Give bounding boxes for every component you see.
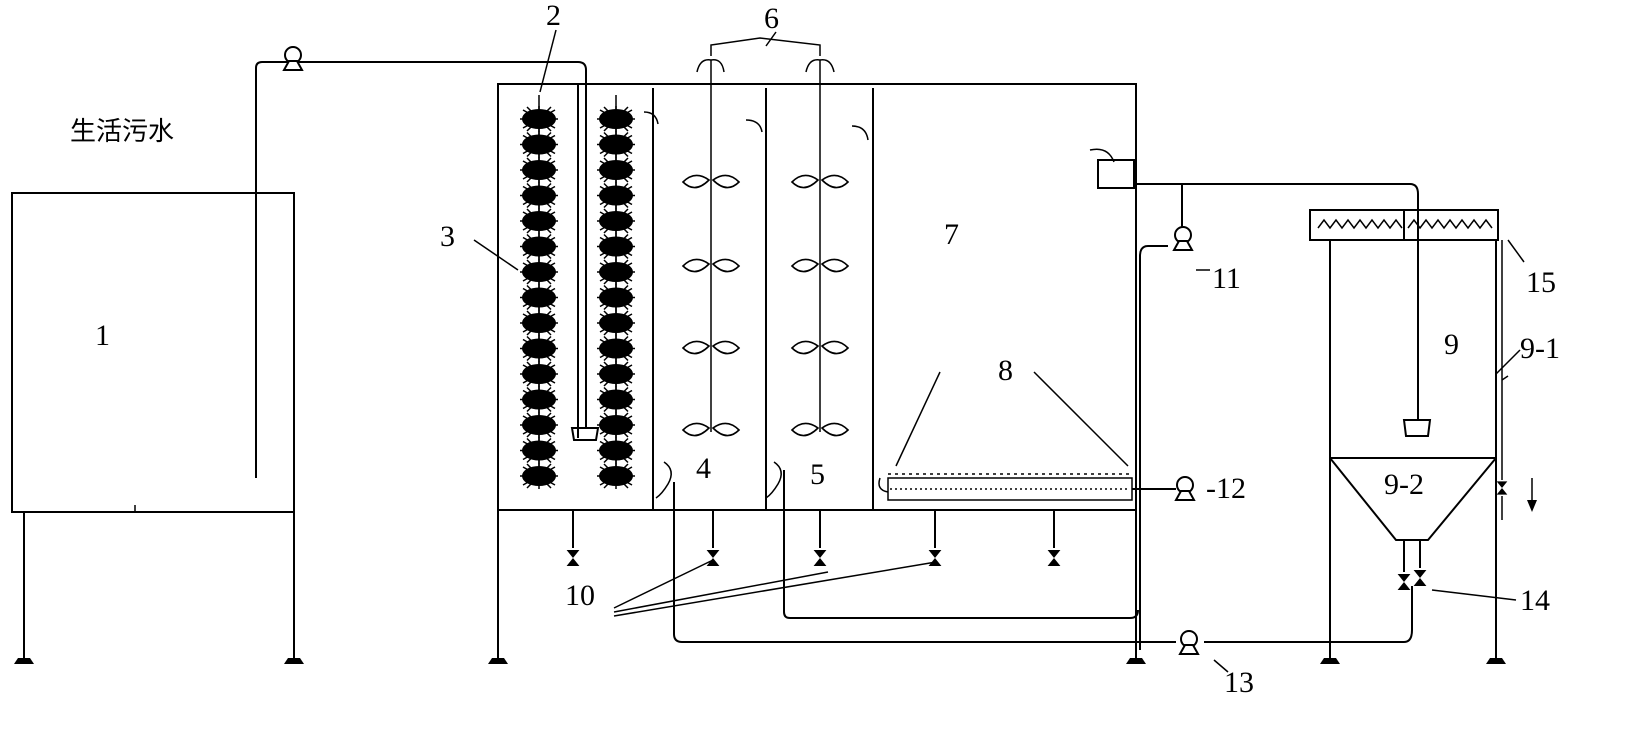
brush-a-media-14 — [519, 437, 559, 464]
label-8: 8 — [998, 354, 1013, 387]
pump-13-icon — [1179, 630, 1199, 655]
label-4: 4 — [696, 452, 711, 485]
brush-a-media-12 — [519, 386, 559, 413]
label-1: 1 — [95, 319, 110, 352]
brush-b-media-14 — [596, 437, 636, 464]
brush-a-media-15 — [519, 463, 559, 489]
brush-b-media-8 — [596, 284, 636, 311]
label-15: 15 — [1526, 266, 1556, 299]
brush-b-media-2 — [596, 131, 636, 158]
brush-a-media-13 — [519, 412, 559, 438]
label-9-2: 9-2 — [1384, 468, 1424, 501]
brush-b-media-11 — [596, 361, 636, 387]
brush-b-media-7 — [596, 259, 636, 285]
label-3: 3 — [440, 220, 455, 253]
brush-a-media-2 — [519, 131, 559, 158]
brush-b-media-12 — [596, 386, 636, 413]
brush-a-media-4 — [519, 182, 559, 209]
brush-b-media-5 — [596, 208, 636, 234]
label-9: 9 — [1444, 328, 1459, 361]
label-10: 10 — [565, 579, 595, 612]
label-9-1: 9-1 — [1520, 332, 1560, 365]
main-reactor — [488, 37, 1432, 664]
feed-pump-icon — [283, 46, 303, 71]
drain-valves — [566, 510, 1061, 617]
brush-b-media-6 — [596, 233, 636, 260]
brush-b-media-15 — [596, 463, 636, 489]
brush-b-media-10 — [596, 335, 636, 362]
label-12: -12 — [1206, 472, 1246, 505]
pump-11-icon — [1173, 226, 1193, 251]
label-2: 2 — [546, 0, 561, 32]
label-6: 6 — [764, 2, 779, 35]
return-pipes — [673, 470, 1413, 655]
brush-b-media-9 — [596, 310, 636, 336]
brush-b-media-3 — [596, 157, 636, 183]
brush-a-media-3 — [519, 157, 559, 183]
brush-a-media-8 — [519, 284, 559, 311]
brush-a-media-1 — [519, 106, 559, 132]
brush-b-media-4 — [596, 182, 636, 209]
brush-a-media-9 — [519, 310, 559, 336]
brush-a-media-5 — [519, 208, 559, 234]
label-11: 11 — [1212, 262, 1241, 295]
aeration-pump-icon — [1175, 476, 1195, 501]
brush-a-media-10 — [519, 335, 559, 362]
label-5: 5 — [810, 458, 825, 491]
brush-a-media-6 — [519, 233, 559, 260]
label-14: 14 — [1520, 584, 1550, 617]
label-13: 13 — [1224, 666, 1254, 699]
label-sewage: 生活污水 — [70, 117, 174, 147]
label-7: 7 — [944, 218, 959, 251]
settling-tank-9 — [1309, 209, 1537, 664]
labels: 生活污水 1 2 3 4 5 6 7 8 9 9-1 9-2 10 11 -12… — [70, 0, 1560, 699]
brush-a-media-11 — [519, 361, 559, 387]
brush-b-media-1 — [596, 106, 636, 132]
brush-b-media-13 — [596, 412, 636, 438]
tank-1 — [11, 192, 304, 664]
brush-a-media-7 — [519, 259, 559, 285]
